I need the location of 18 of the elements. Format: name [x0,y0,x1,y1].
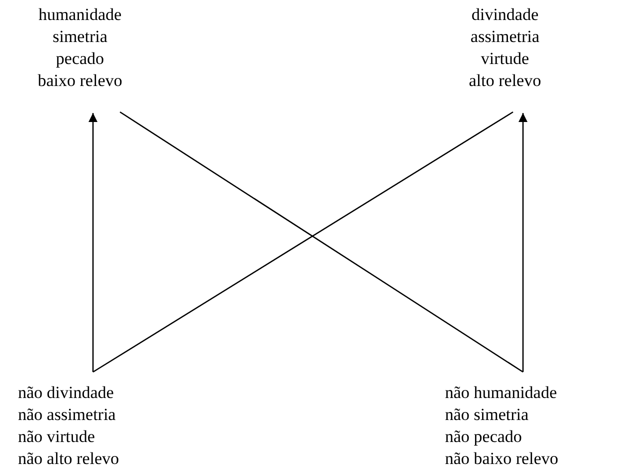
term-label: baixo relevo [38,70,122,92]
term-label: não assimetria [18,404,116,426]
arrow [88,113,98,372]
term-label: não virtude [18,426,95,448]
term-label: simetria [52,26,108,48]
term-label: não alto relevo [18,448,120,470]
term-label: não simetria [445,404,529,426]
term-label: divindade [471,4,539,26]
term-label: pecado [56,48,104,70]
term-label: não humanidade [445,382,557,404]
term-label: alto relevo [468,70,542,92]
term-label: humanidade [38,4,122,26]
term-label: não divindade [18,382,114,404]
term-label: assimetria [470,26,540,48]
term-label: não baixo relevo [445,448,558,470]
term-label: não pecado [445,426,522,448]
arrow [518,113,528,372]
term-label: virtude [480,48,530,70]
